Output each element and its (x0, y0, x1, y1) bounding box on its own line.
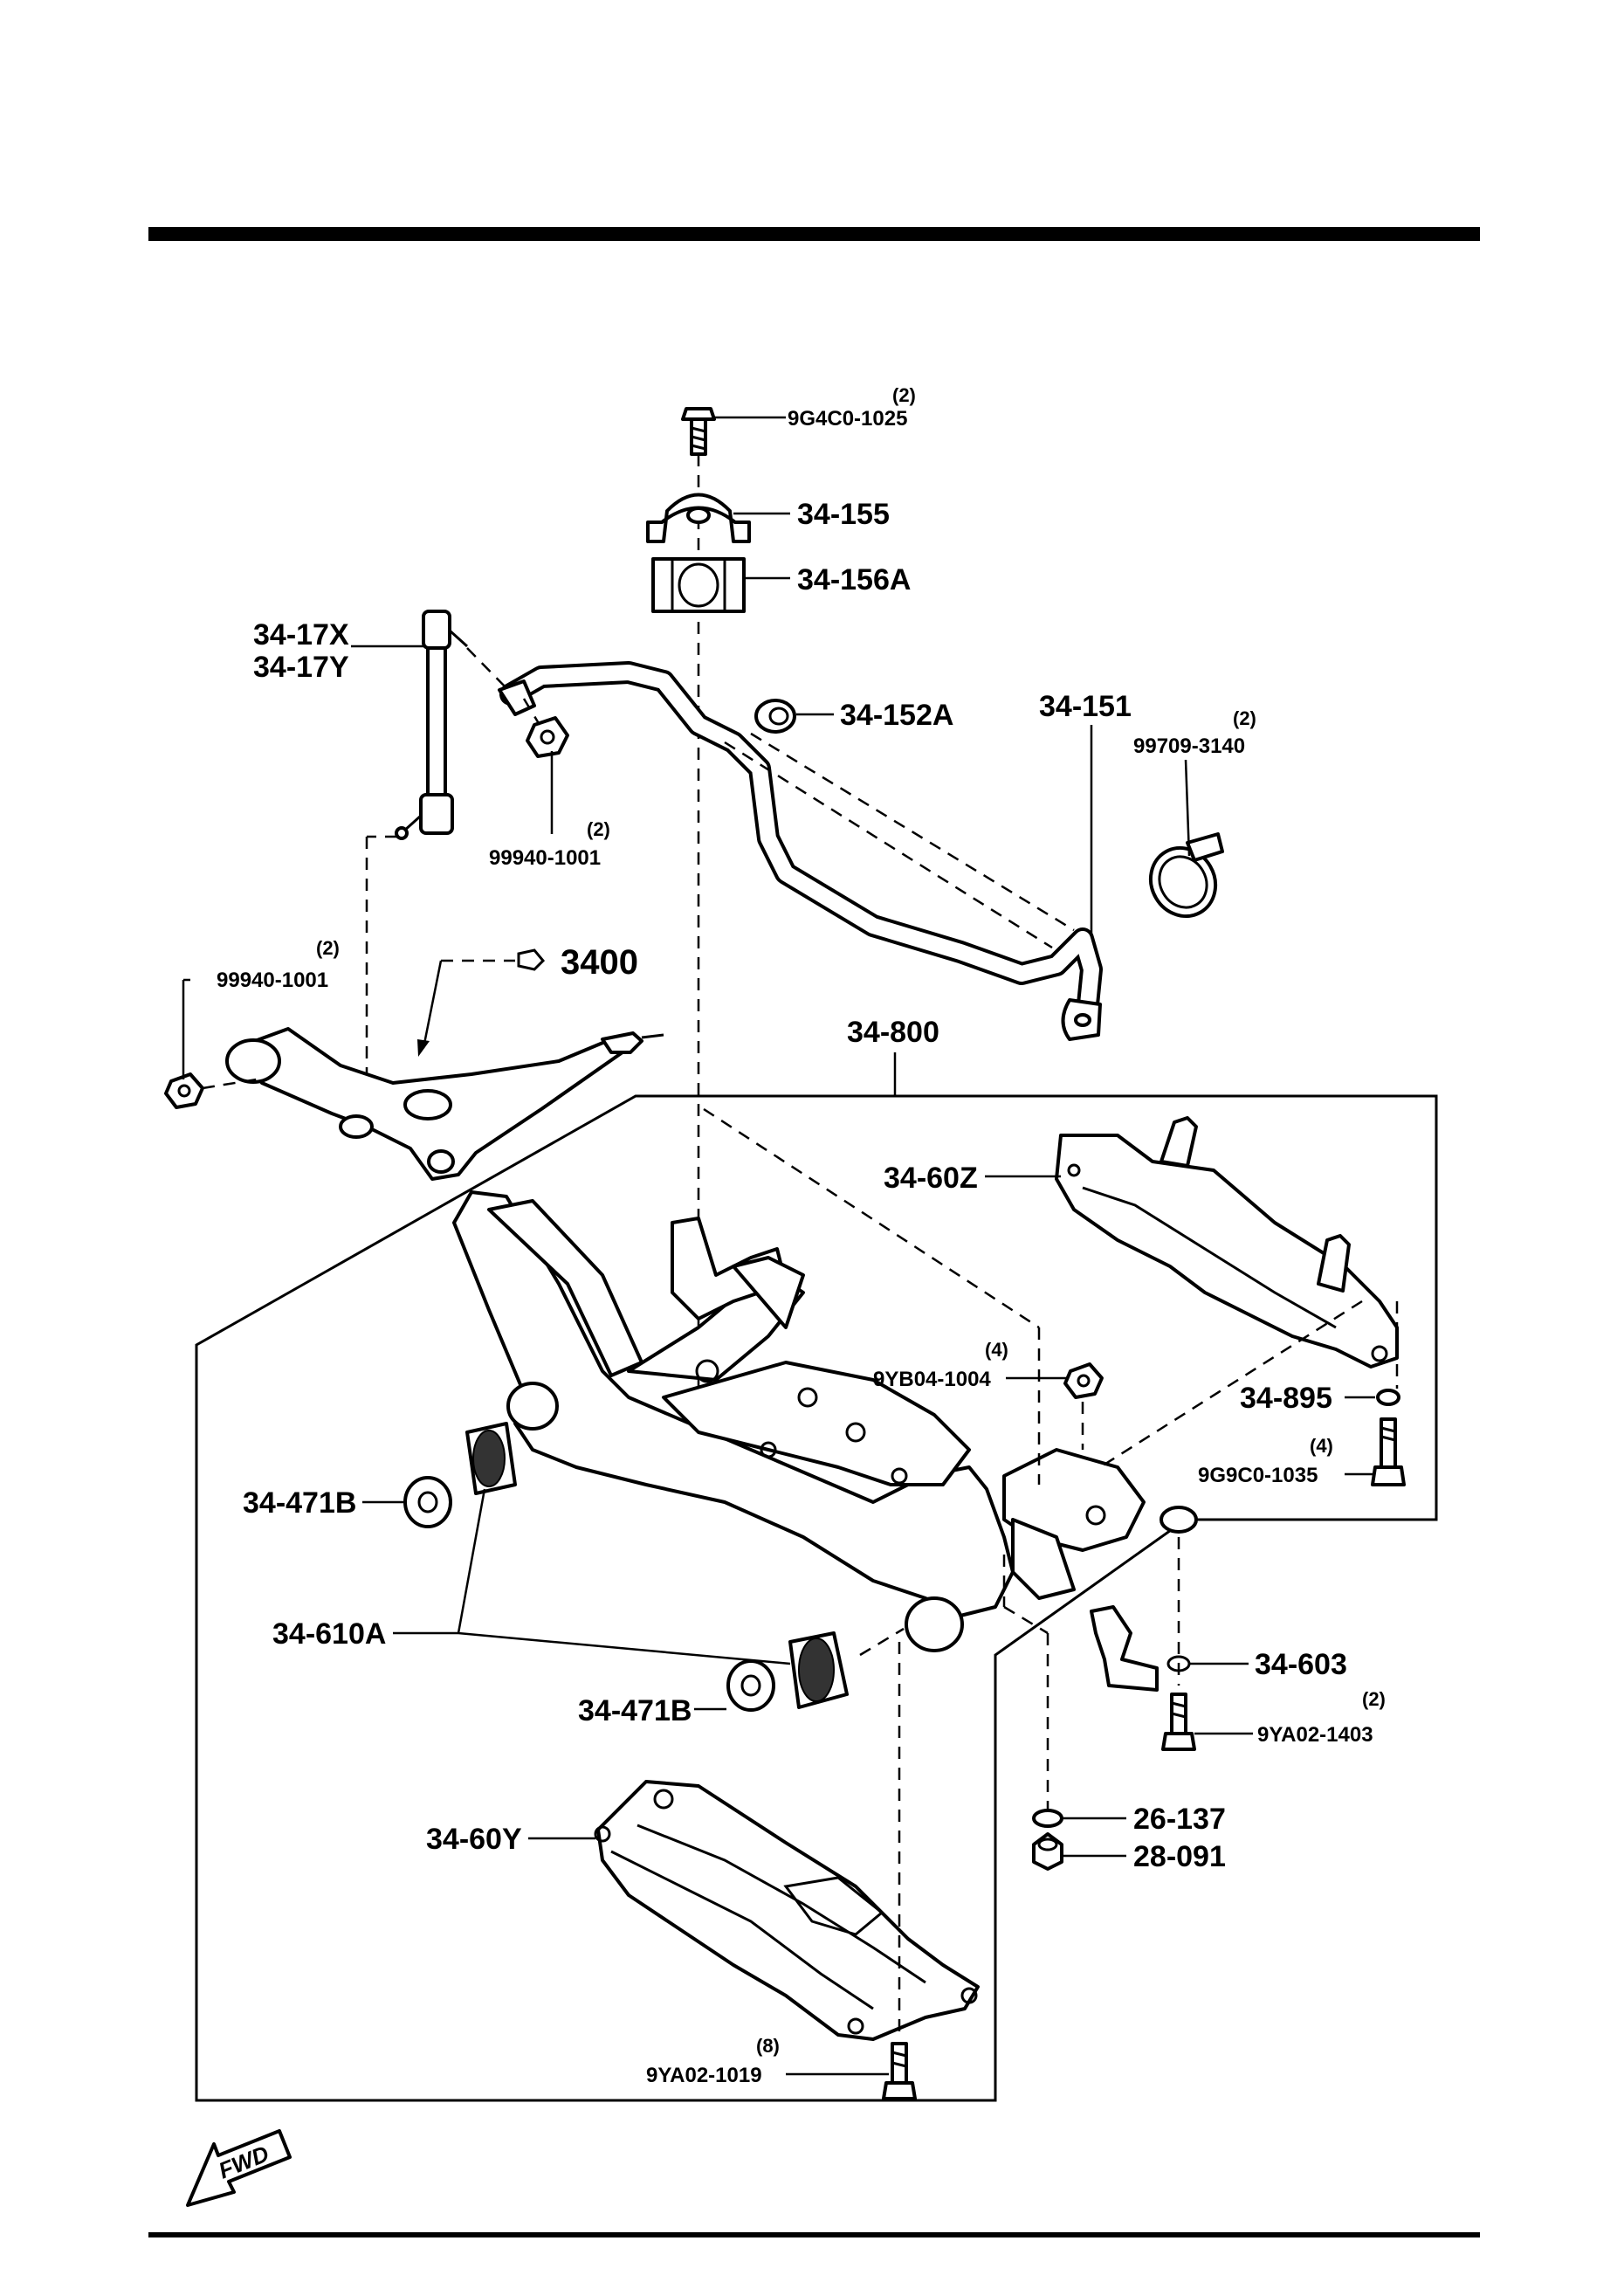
qty-9ya02-1403: (2) (1362, 1688, 1386, 1710)
label-99940-1001-lower: 99940-1001 (217, 969, 328, 992)
bolt-9ya02-1019[interactable] (882, 2042, 917, 2100)
fwd-arrow-icon: FWD (186, 2129, 292, 2207)
bracket-34-603[interactable] (1090, 1605, 1191, 1692)
label-34-471b-right: 34-471B (578, 1694, 692, 1727)
nut-99940-1001-upper[interactable] (526, 716, 569, 758)
qty-9yb04-1004: (4) (985, 1339, 1008, 1361)
clamp-band-99709-3140[interactable] (1139, 832, 1228, 928)
qty-9g9c0-1035: (4) (1310, 1435, 1333, 1457)
bolt-9g9c0-1035[interactable] (1371, 1417, 1406, 1486)
subframe-group-frame (195, 1094, 1438, 2102)
washer-34-895[interactable] (1376, 1389, 1400, 1406)
label-34-151: 34-151 (1039, 690, 1132, 723)
label-9g9c0-1035: 9G9C0-1035 (1198, 1464, 1318, 1487)
subframe-crossmember[interactable] (452, 1190, 1198, 1652)
label-34-60y: 34-60Y (426, 1823, 522, 1856)
bushing-34-152a[interactable] (754, 699, 796, 734)
label-28-091: 28-091 (1133, 1840, 1226, 1873)
label-34-156a: 34-156A (797, 563, 911, 596)
bolt-9g4c0-1025[interactable] (681, 407, 716, 456)
label-34-603: 34-603 (1255, 1648, 1347, 1681)
washer-34-471b-right[interactable] (726, 1659, 775, 1712)
label-34-471b-left: 34-471B (243, 1486, 356, 1520)
washer-34-471b-left[interactable] (403, 1476, 452, 1528)
qty-99940-1001-lower: (2) (316, 937, 340, 959)
bolt-9ya02-1403[interactable] (1161, 1693, 1196, 1751)
nut-28-091[interactable] (1032, 1832, 1063, 1871)
label-9ya02-1019: 9YA02-1019 (646, 2064, 762, 2087)
label-9g4c0-1025: 9G4C0-1025 (788, 407, 907, 431)
member-34-60z[interactable] (1055, 1116, 1399, 1369)
ref-arrow-icon (517, 948, 546, 971)
qty-9g4c0-1025: (2) (892, 384, 916, 406)
label-99940-1001-upper: 99940-1001 (489, 846, 601, 870)
stabilizer-bracket-34-155[interactable] (646, 493, 751, 543)
bottom-rule (148, 2232, 1480, 2237)
qty-99709-3140: (2) (1233, 707, 1256, 729)
label-34-17y: 34-17Y (253, 651, 349, 684)
nut-9yb04-1004[interactable] (1063, 1362, 1104, 1399)
label-9ya02-1403: 9YA02-1403 (1257, 1723, 1373, 1747)
top-rule (148, 227, 1480, 241)
label-99709-3140: 99709-3140 (1133, 734, 1245, 758)
qty-9ya02-1019: (8) (756, 2035, 780, 2057)
washer-26-137[interactable] (1032, 1809, 1063, 1828)
stabilizer-bushing-34-156a[interactable] (651, 557, 746, 613)
label-34-610a: 34-610A (272, 1617, 386, 1651)
label-34-155: 34-155 (797, 498, 890, 531)
label-9yb04-1004: 9YB04-1004 (873, 1368, 991, 1391)
label-34-895: 34-895 (1240, 1382, 1332, 1415)
bushing-34-610a-left[interactable] (465, 1422, 517, 1495)
nut-99940-1001-lower[interactable] (164, 1072, 204, 1109)
label-34-17x: 34-17X (253, 618, 349, 652)
label-34-60z: 34-60Z (884, 1162, 978, 1195)
stabilizer-link-34-17x-17y[interactable] (395, 610, 469, 840)
label-34-152a: 34-152A (840, 699, 953, 732)
under-cover-34-60y[interactable] (594, 1780, 980, 2041)
label-34-800: 34-800 (847, 1016, 939, 1049)
bushing-34-610a-right[interactable] (788, 1631, 849, 1709)
stabilizer-bar-end-left (498, 679, 536, 716)
label-26-137: 26-137 (1133, 1803, 1226, 1836)
label-3400: 3400 (561, 943, 638, 982)
qty-99940-1001-upper: (2) (587, 818, 610, 840)
